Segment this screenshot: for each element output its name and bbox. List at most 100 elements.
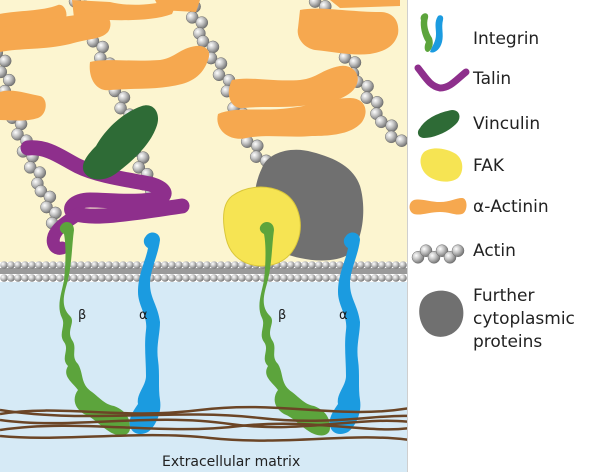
actin-bead xyxy=(214,57,228,70)
membrane-lipid xyxy=(203,274,211,282)
actin-bead xyxy=(34,184,48,198)
membrane-lipid xyxy=(385,274,393,282)
membrane-lipid xyxy=(70,261,78,269)
membrane-lipid xyxy=(91,261,99,269)
membrane-core xyxy=(0,268,407,274)
membrane-lipid xyxy=(308,261,316,269)
membrane-lipid xyxy=(14,274,22,282)
actin-bead xyxy=(0,65,8,79)
membrane-lipid xyxy=(7,274,15,282)
talin-protein xyxy=(20,140,190,255)
membrane-lipid xyxy=(126,261,134,269)
membrane-lipid xyxy=(210,261,218,269)
membrane-lipid xyxy=(98,274,106,282)
membrane-lipid xyxy=(280,261,288,269)
membrane-lipid xyxy=(70,274,78,282)
membrane-lipid xyxy=(245,274,253,282)
actin-bead xyxy=(212,68,226,82)
membrane-lipid xyxy=(357,261,365,269)
alpha-actinin xyxy=(330,0,400,8)
membrane-lipid xyxy=(133,274,141,282)
legend-label-talin: Talin xyxy=(473,69,512,89)
actin-bead xyxy=(206,40,220,54)
membrane-lipid xyxy=(301,261,309,269)
membrane-lipid xyxy=(42,261,50,269)
membrane-lipid xyxy=(287,261,295,269)
membrane-lipid xyxy=(322,261,330,269)
membrane-lipid xyxy=(175,274,183,282)
membrane-lipid xyxy=(350,274,358,282)
legend-label-vinculin: Vinculin xyxy=(473,114,541,134)
membrane-lipid xyxy=(399,274,407,282)
alpha-symbol: α xyxy=(339,308,348,323)
actin-bead xyxy=(308,0,322,8)
membrane-lipid xyxy=(49,261,57,269)
membrane-lipid xyxy=(399,261,407,269)
membrane-lipid xyxy=(364,274,372,282)
actin-bead xyxy=(360,91,374,104)
beta-symbol: β xyxy=(78,308,86,323)
alpha-actinin-icon xyxy=(409,198,467,215)
membrane-lipid xyxy=(175,261,183,269)
actin-bead xyxy=(385,119,398,132)
integrin-beta-subunit xyxy=(259,222,330,436)
membrane-lipid xyxy=(161,261,169,269)
alpha-actinin xyxy=(89,45,210,91)
alpha-actinin xyxy=(155,0,200,12)
membrane-lipid xyxy=(21,261,29,269)
membrane-lipid xyxy=(315,274,323,282)
membrane-lipid xyxy=(49,274,57,282)
alpha-actinin xyxy=(0,11,111,52)
actin-bead xyxy=(33,166,47,179)
legend-label-fak: FAK xyxy=(473,156,504,176)
actin-bead xyxy=(2,73,16,87)
legend-label-further-proteins: Further cytoplasmic proteins xyxy=(473,286,575,352)
actin-bead xyxy=(370,96,384,109)
membrane-lipid xyxy=(392,261,400,269)
membrane-lipid xyxy=(294,274,302,282)
membrane-lipid xyxy=(91,274,99,282)
actin-bead xyxy=(348,56,362,69)
integrin-icon xyxy=(420,13,444,53)
membrane-lipid xyxy=(238,261,246,269)
membrane-lipid xyxy=(336,261,344,269)
cell-membrane xyxy=(0,261,407,282)
membrane-lipid xyxy=(189,274,197,282)
membrane-lipid xyxy=(84,261,92,269)
membrane-lipid xyxy=(280,274,288,282)
alpha-actinin xyxy=(228,65,358,109)
actin-bead xyxy=(117,91,131,104)
membrane-lipid xyxy=(252,274,260,282)
membrane-lipid xyxy=(238,274,246,282)
actin-bead xyxy=(195,16,209,29)
membrane-lipid xyxy=(210,274,218,282)
membrane-lipid xyxy=(154,261,162,269)
actin-bead xyxy=(251,139,264,153)
membrane-lipid xyxy=(301,274,309,282)
membrane-lipid xyxy=(329,261,337,269)
membrane-lipid xyxy=(196,274,204,282)
actin-bead xyxy=(395,134,407,147)
alpha-actinin xyxy=(297,8,399,55)
membrane-lipid xyxy=(273,274,281,282)
integrin-beta-subunit xyxy=(59,222,130,436)
membrane-lipid xyxy=(14,261,22,269)
actin-bead xyxy=(23,161,37,174)
membrane-lipid xyxy=(224,274,232,282)
membrane-lipid xyxy=(357,274,365,282)
actin-bead xyxy=(114,101,127,115)
membrane-lipid xyxy=(329,274,337,282)
membrane-lipid xyxy=(126,274,134,282)
talin-icon xyxy=(414,64,470,92)
membrane-lipid xyxy=(161,274,169,282)
membrane-lipid xyxy=(154,274,162,282)
membrane-lipid xyxy=(189,261,197,269)
membrane-lipid xyxy=(371,274,379,282)
alpha-actinin xyxy=(217,98,366,139)
membrane-lipid xyxy=(287,274,295,282)
actin-bead xyxy=(0,54,12,68)
membrane-lipid xyxy=(0,261,8,269)
membrane-lipid xyxy=(56,261,64,269)
beta-symbol: β xyxy=(278,308,286,323)
membrane-lipid xyxy=(364,261,372,269)
